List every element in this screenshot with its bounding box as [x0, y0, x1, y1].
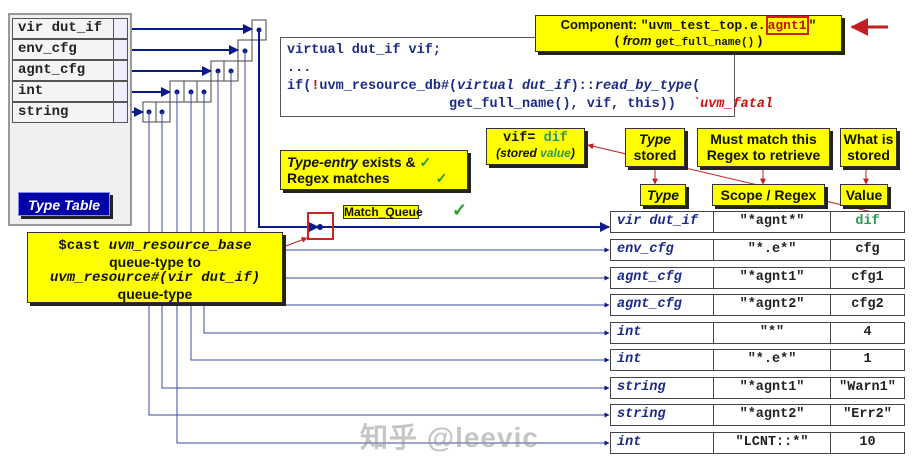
- resource-row: string"*agnt2" "Err2": [610, 404, 905, 426]
- match-queue-box: [307, 212, 334, 240]
- resource-value: cfg2: [851, 297, 884, 312]
- connector: [217, 71, 610, 308]
- resource-value: 1: [863, 352, 872, 367]
- type-name: vir dut_if: [18, 20, 103, 36]
- pointer-cell: [113, 40, 127, 59]
- resource-scope: "*agnt1": [714, 378, 831, 398]
- resource-row: string"*agnt1" "Warn1": [610, 377, 905, 399]
- resource-type: agnt_cfg: [611, 295, 714, 315]
- connector: [161, 112, 610, 391]
- check-icon: ✓: [452, 200, 468, 220]
- type-name: env_cfg: [18, 41, 77, 57]
- resource-scope: "*agnt2": [714, 405, 831, 425]
- type-table-row: string: [12, 102, 128, 123]
- resource-row: int"*" 4: [610, 322, 905, 344]
- resource-type: string: [611, 405, 714, 425]
- resource-value: cfg1: [851, 270, 884, 285]
- resource-value: dif: [855, 214, 880, 229]
- code-line: get_full_name(), vif, this)) `uvm_fatal: [449, 97, 774, 112]
- pointer-cell: [113, 61, 127, 80]
- resource-type: agnt_cfg: [611, 268, 714, 288]
- resource-row: agnt_cfg"*agnt2" cfg2: [610, 294, 905, 316]
- pointer-cell: [113, 82, 127, 101]
- resource-type: string: [611, 378, 714, 398]
- pointer-cell: [113, 103, 127, 122]
- resource-value: "Warn1": [839, 380, 896, 395]
- connector: [176, 92, 610, 446]
- resource-value: "Err2": [843, 407, 892, 422]
- match-queue-label: Match_Queue: [343, 205, 423, 219]
- component-note: Component: "uvm_test_top.e.agnt1" ( from…: [535, 15, 842, 52]
- resource-scope: "*agnt1": [714, 268, 831, 288]
- column-header-type: Type: [640, 184, 686, 206]
- resource-row: vir dut_if"*agnt*" dif: [610, 211, 905, 233]
- resource-scope: "*.e*": [714, 350, 831, 370]
- cast-note: $cast uvm_resource_base queue-type to uv…: [27, 232, 283, 303]
- resource-type: int: [611, 350, 714, 370]
- resource-value: 4: [863, 325, 872, 340]
- resource-row: int"*.e*" 1: [610, 349, 905, 371]
- resource-row: int"LCNT::*" 10: [610, 432, 905, 454]
- type-name: agnt_cfg: [18, 62, 86, 78]
- annotation-arrow: [282, 237, 308, 248]
- type-table-row: agnt_cfg: [12, 60, 128, 81]
- match-condition-note: Type-entry exists & ✓ Regex matches ✓: [280, 150, 468, 190]
- type-table-row: env_cfg: [12, 39, 128, 60]
- resource-scope: "LCNT::*": [714, 433, 831, 453]
- type-table-row: int: [12, 81, 128, 102]
- resource-row: agnt_cfg"*agnt1" cfg1: [610, 267, 905, 289]
- type-table-label: Type Table: [18, 192, 110, 216]
- resource-type: int: [611, 433, 714, 453]
- connector: [190, 92, 610, 363]
- resource-value: cfg: [855, 242, 880, 257]
- column-header-scope: Scope / Regex: [712, 184, 825, 206]
- type-table-row: vir dut_if: [12, 18, 128, 39]
- type-name: string: [18, 104, 69, 120]
- watermark: 知乎 @leevic: [360, 422, 539, 453]
- connector: [258, 30, 319, 232]
- resource-type: int: [611, 323, 714, 343]
- resource-type: vir dut_if: [611, 212, 714, 232]
- resource-scope: "*agnt2": [714, 295, 831, 315]
- code-line: virtual dut_if vif;: [287, 43, 441, 58]
- resource-scope: "*": [714, 323, 831, 343]
- type-name: int: [18, 83, 44, 99]
- code-line: ...: [287, 61, 312, 76]
- resource-scope: "*.e*": [714, 240, 831, 260]
- resource-row: env_cfg"*.e*" cfg: [610, 239, 905, 261]
- resource-value: 10: [859, 435, 876, 450]
- code-line: if(!uvm_resource_db#(virtual dut_if)::re…: [287, 79, 701, 94]
- code-snippet: virtual dut_if vif; ... if(!uvm_resource…: [280, 37, 773, 117]
- connector: [203, 92, 610, 336]
- connector: [148, 112, 610, 418]
- column-header-value: Value: [840, 184, 888, 206]
- stored-value-note: vif= dif (stored value): [486, 128, 585, 165]
- resource-type: env_cfg: [611, 240, 714, 260]
- pointer-cell: [113, 19, 127, 38]
- resource-scope: "*agnt*": [714, 212, 831, 232]
